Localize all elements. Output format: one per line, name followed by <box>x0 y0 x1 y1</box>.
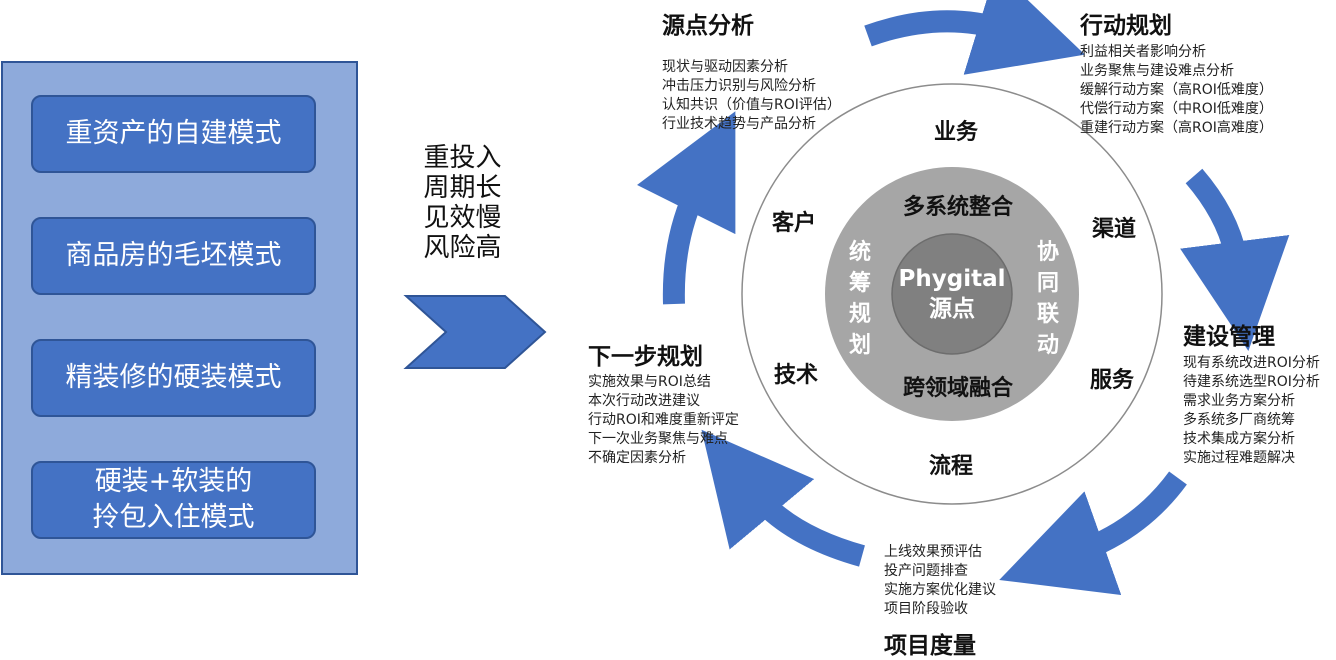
stage-item: 现有系统改进ROI分析 <box>1183 355 1320 371</box>
stage-item: 认知共识（价值与ROI评估） <box>662 97 841 113</box>
ring-label-business: 业务 <box>933 120 979 145</box>
stage-title-next: 下一步规划 <box>588 344 703 370</box>
stage-title-source: 源点分析 <box>662 13 754 39</box>
stage-item: 实施过程难题解决 <box>1183 450 1295 466</box>
model-self-build: 重资产的自建模式 <box>31 95 316 173</box>
inner-label-linkage: 协同联动 <box>1036 240 1059 358</box>
arrow-build-to-measure <box>999 471 1187 595</box>
stage-list-build: 现有系统改进ROI分析 待建系统选型ROI分析 需求业务方案分析 多系统多厂商统… <box>1183 354 1320 468</box>
ring-label-tech: 技术 <box>773 363 819 388</box>
trait-slow-results: 见效慢 <box>423 203 502 233</box>
core-label-line1: Phygital <box>898 266 1006 292</box>
stage-item: 冲击压力识别与风险分析 <box>662 78 816 94</box>
stage-item: 本次行动改进建议 <box>588 393 700 409</box>
ring-label-process: 流程 <box>928 454 974 479</box>
ring-label-service: 服务 <box>1089 368 1135 393</box>
stage-item: 业务聚焦与建设难点分析 <box>1080 63 1234 79</box>
stage-item: 投产问题排查 <box>884 563 968 579</box>
stage-item: 行业技术趋势与产品分析 <box>662 116 816 132</box>
core-circle <box>891 233 1013 355</box>
stage-item: 项目阶段验收 <box>884 601 968 617</box>
stage-item: 不确定因素分析 <box>588 450 686 466</box>
ring-label-customer: 客户 <box>771 211 817 236</box>
stage-list-source: 现状与驱动因素分析 冲击压力识别与风险分析 认知共识（价值与ROI评估） 行业技… <box>662 58 841 134</box>
stage-item: 缓解行动方案（高ROI低难度） <box>1080 82 1273 98</box>
trait-heavy-investment: 重投入 <box>423 143 502 173</box>
inner-label-integration: 多系统整合 <box>902 195 1014 220</box>
arrow-action-to-build <box>1180 168 1290 351</box>
core-label: Phygital 源点 <box>899 264 1006 324</box>
arrow-next-to-source <box>636 111 736 305</box>
stage-item: 技术集成方案分析 <box>1183 431 1295 447</box>
trait-long-cycle: 周期长 <box>423 173 502 203</box>
chevron-arrow-icon <box>403 295 547 369</box>
models-panel: 重资产的自建模式 商品房的毛坯模式 精装修的硬装模式 硬装+软装的 拎包入住模式 <box>1 61 358 575</box>
inner-label-fusion: 跨领域融合 <box>902 376 1014 401</box>
stage-title-build: 建设管理 <box>1183 324 1275 350</box>
arrow-source-to-action <box>864 0 1085 75</box>
model-bare-shell: 商品房的毛坯模式 <box>31 217 316 295</box>
stage-item: 代偿行动方案（中ROI低难度） <box>1080 101 1273 117</box>
stage-item: 实施方案优化建议 <box>884 582 996 598</box>
stage-item: 行动ROI和难度重新评定 <box>588 412 739 428</box>
trait-high-risk: 风险高 <box>423 233 502 263</box>
stage-item: 待建系统选型ROI分析 <box>1183 374 1320 390</box>
stage-list-measure: 上线效果预评估 投产问题排查 实施方案优化建议 项目阶段验收 <box>884 543 996 619</box>
model-hard-decoration: 精装修的硬装模式 <box>31 339 316 417</box>
inner-label-planning: 统筹规划 <box>848 240 871 358</box>
stage-item: 需求业务方案分析 <box>1183 393 1295 409</box>
stage-item: 下一次业务聚焦与难点 <box>588 431 728 447</box>
stage-title-action: 行动规划 <box>1080 13 1172 39</box>
ring-label-channel: 渠道 <box>1091 217 1137 242</box>
stage-item: 利益相关者影响分析 <box>1080 44 1206 60</box>
stage-item: 多系统多厂商统筹 <box>1183 412 1295 428</box>
traits-list: 重投入 周期长 见效慢 风险高 <box>405 143 520 263</box>
stage-item: 上线效果预评估 <box>884 544 982 560</box>
model-move-in-ready: 硬装+软装的 拎包入住模式 <box>31 461 316 539</box>
arrow-measure-to-next <box>701 429 865 567</box>
stage-item: 实施效果与ROI总结 <box>588 374 711 390</box>
stage-list-next: 实施效果与ROI总结 本次行动改进建议 行动ROI和难度重新评定 下一次业务聚焦… <box>588 373 739 468</box>
stage-item: 现状与驱动因素分析 <box>662 59 788 75</box>
stage-item: 重建行动方案（高ROI高难度） <box>1080 120 1273 136</box>
stage-list-action: 利益相关者影响分析 业务聚焦与建设难点分析 缓解行动方案（高ROI低难度） 代偿… <box>1080 43 1273 138</box>
core-label-line2: 源点 <box>928 296 975 322</box>
